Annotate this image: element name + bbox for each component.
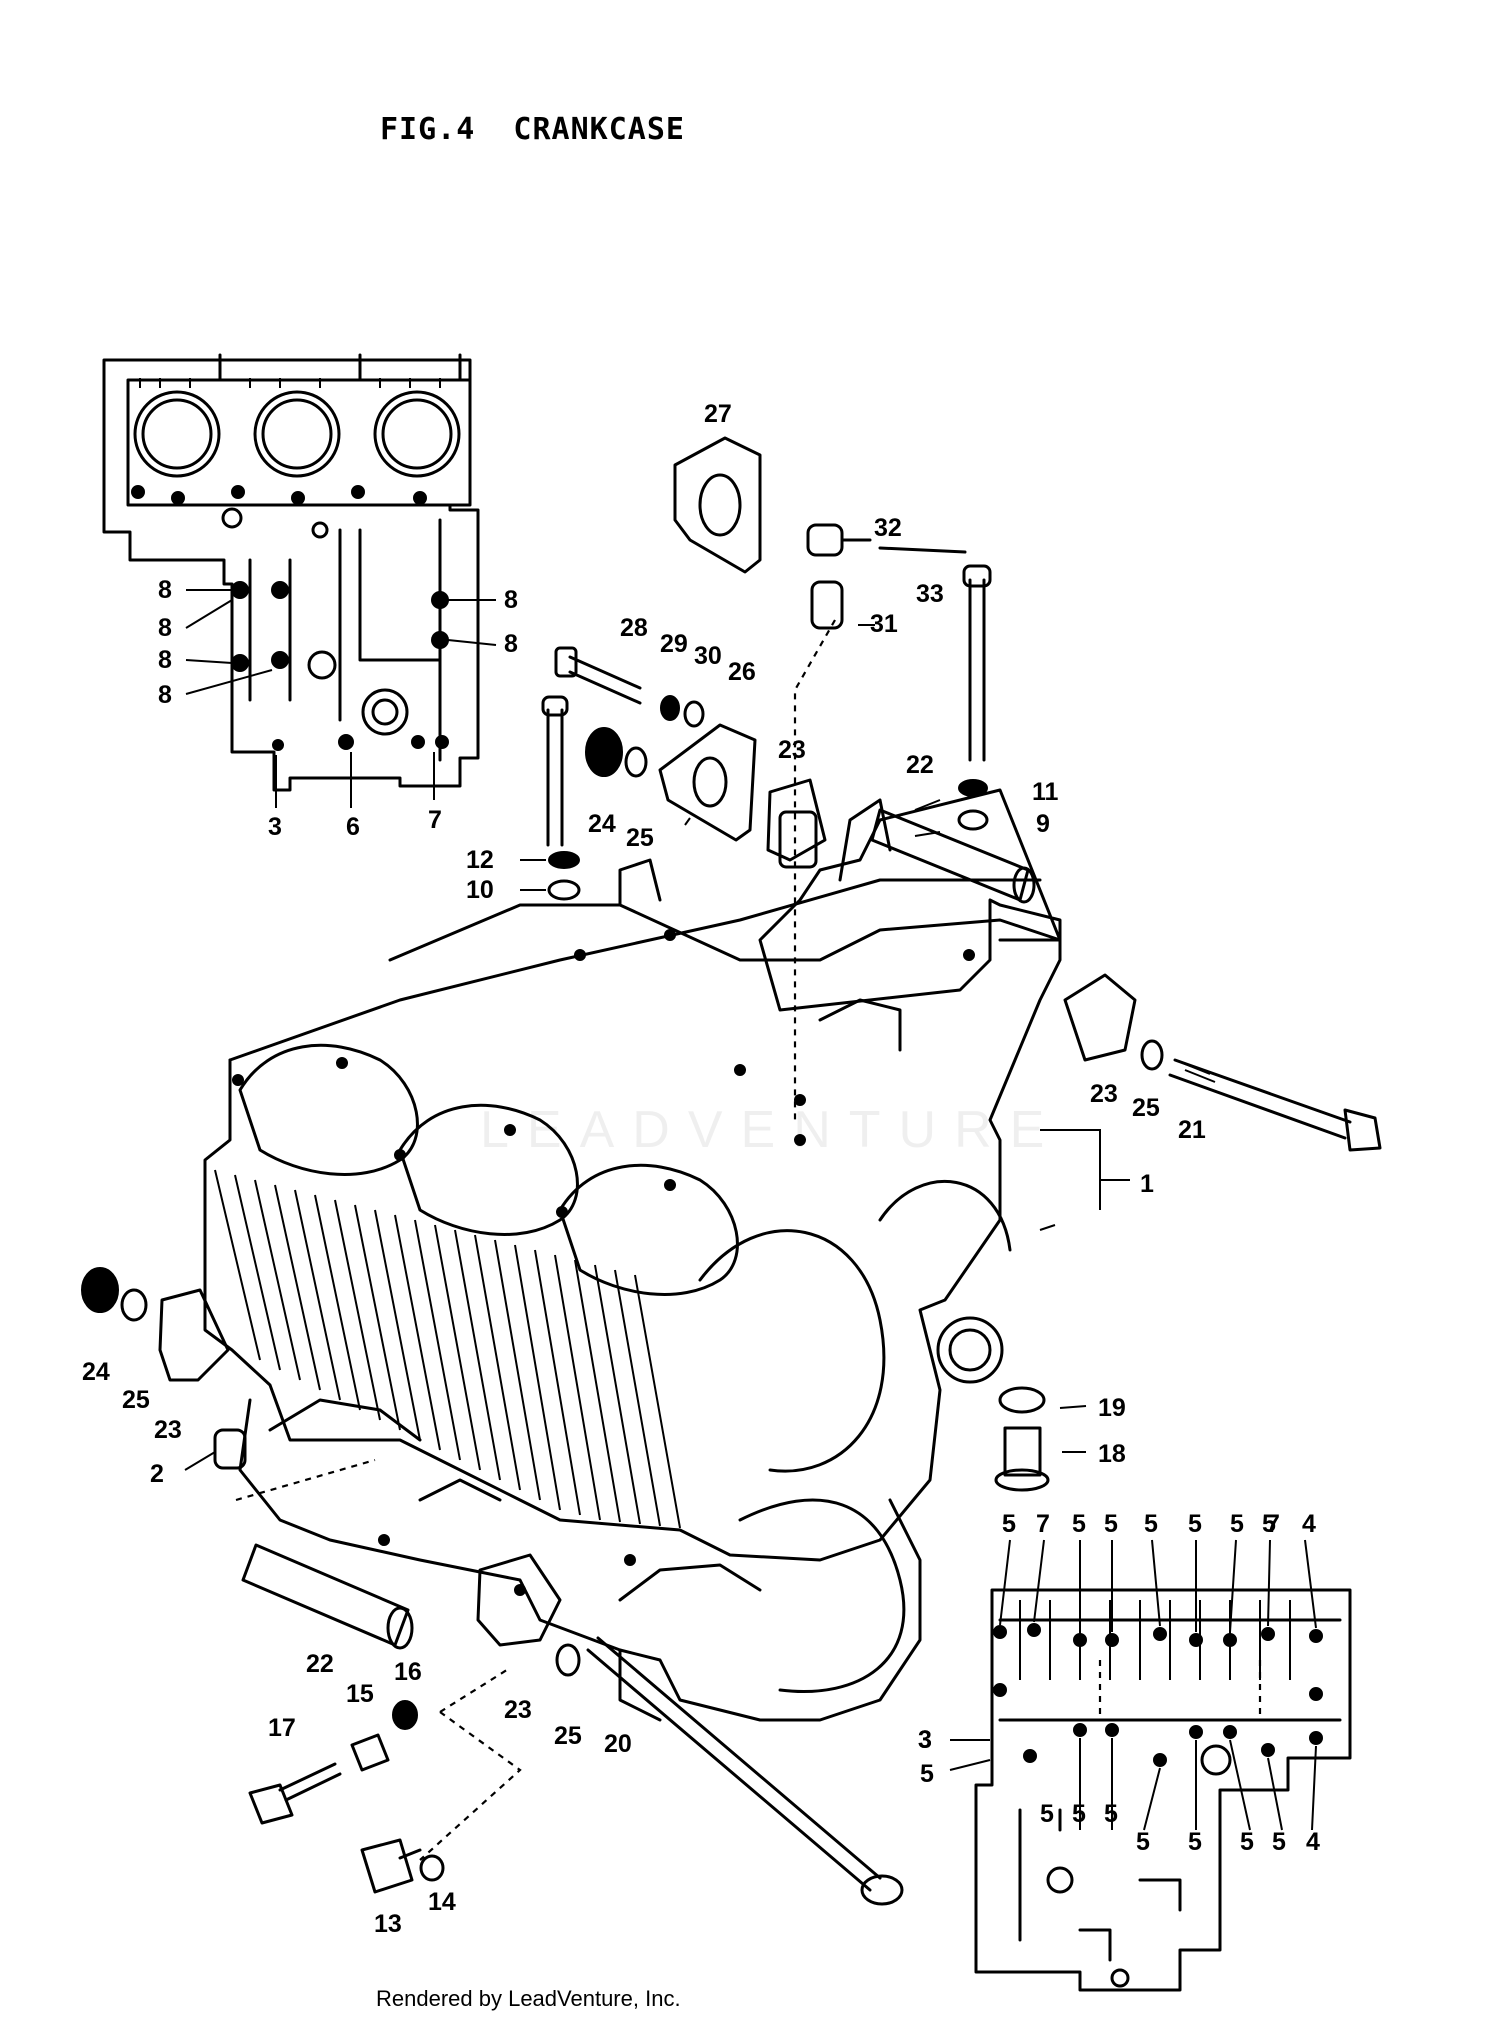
crankcase-body [203, 788, 1062, 1722]
callout-21: 21 [1178, 1116, 1206, 1144]
callout-7: 7 [1266, 1510, 1280, 1538]
callout-8: 8 [158, 576, 172, 604]
figure-title: FIG.4 CRANKCASE [380, 112, 685, 147]
callout-23: 23 [1090, 1080, 1118, 1108]
callout-7: 7 [1036, 1510, 1050, 1538]
callout-5: 5 [920, 1760, 934, 1788]
callout-5: 5 [1230, 1510, 1244, 1538]
callout-13: 13 [374, 1910, 402, 1938]
callout-20: 20 [604, 1730, 632, 1758]
callout-27: 27 [704, 400, 732, 428]
callout-2: 2 [150, 1460, 164, 1488]
callout-25: 25 [122, 1386, 150, 1414]
callout-labels: 1 2 3 3 3 4 4 5 5 5 5 5 5 5 5 5 5 5 5 5 … [82, 400, 1320, 1938]
watermark: LEADVENTURE [480, 1101, 1063, 1159]
callout-7: 7 [428, 806, 442, 834]
callout-9: 9 [1036, 810, 1050, 838]
callout-32: 32 [874, 514, 902, 542]
callout-23: 23 [778, 736, 806, 764]
callout-25: 25 [554, 1722, 582, 1750]
callout-23: 23 [504, 1696, 532, 1724]
callout-28: 28 [620, 614, 648, 642]
callout-3: 3 [918, 1726, 932, 1754]
lower-case-inset [949, 1539, 1352, 1992]
callout-8: 8 [504, 586, 518, 614]
callout-23: 23 [154, 1416, 182, 1444]
callout-25: 25 [626, 824, 654, 852]
callout-10: 10 [466, 876, 494, 904]
callout-5: 5 [1144, 1510, 1158, 1538]
callout-5: 5 [1104, 1800, 1118, 1828]
callout-5: 5 [1072, 1800, 1086, 1828]
callout-4: 4 [1306, 1828, 1320, 1856]
callout-4: 4 [1302, 1510, 1316, 1538]
callout-3: 3 [268, 813, 282, 841]
loose-parts [81, 436, 1382, 1906]
upper-case-inset [102, 353, 497, 808]
callout-5: 5 [1002, 1510, 1016, 1538]
callout-5: 5 [1072, 1510, 1086, 1538]
callout-5: 5 [1272, 1828, 1286, 1856]
callout-29: 29 [660, 630, 688, 658]
callout-5: 5 [1136, 1828, 1150, 1856]
callout-15: 15 [346, 1680, 374, 1708]
callout-5: 5 [1040, 1800, 1054, 1828]
callout-5: 5 [1104, 1510, 1118, 1538]
callout-5: 5 [1002, 1510, 1016, 1538]
callout-11: 11 [1032, 778, 1059, 806]
callout-22: 22 [906, 751, 934, 779]
callout-8: 8 [158, 681, 172, 709]
callout-1: 1 [1140, 1170, 1154, 1198]
callout-leaders [184, 624, 1130, 1471]
callout-5: 5 [1262, 1510, 1276, 1538]
callout-25: 25 [1132, 1094, 1160, 1122]
callout-5: 5 [1188, 1828, 1202, 1856]
callout-6: 6 [346, 813, 360, 841]
callout-24: 24 [588, 810, 616, 838]
callout-16: 16 [394, 1658, 422, 1686]
callout-19: 19 [1098, 1394, 1126, 1422]
callout-5: 5 [1188, 1510, 1202, 1538]
callout-14: 14 [428, 1888, 456, 1916]
callout-8: 8 [158, 646, 172, 674]
callout-17: 17 [268, 1714, 296, 1742]
callout-22: 22 [306, 1650, 334, 1678]
callout-26: 26 [728, 658, 756, 686]
callout-5: 5 [1240, 1828, 1254, 1856]
callout-24: 24 [82, 1358, 110, 1386]
callout-8: 8 [504, 630, 518, 658]
render-credit: Rendered by LeadVenture, Inc. [376, 1986, 681, 2011]
callout-3: 3 [918, 1726, 932, 1754]
callout-33: 33 [916, 580, 944, 608]
callout-18: 18 [1098, 1440, 1126, 1468]
callout-31: 31 [870, 610, 898, 638]
callout-30: 30 [694, 642, 722, 670]
callout-8: 8 [158, 614, 172, 642]
callout-12: 12 [466, 846, 494, 874]
